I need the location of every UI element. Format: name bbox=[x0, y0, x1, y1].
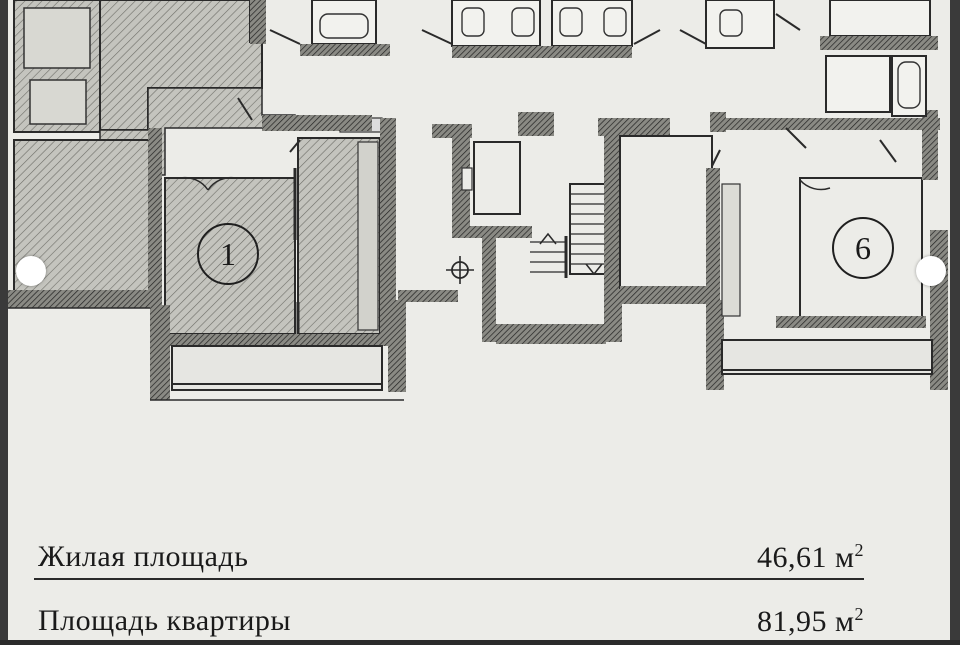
apartment-6-circle bbox=[832, 217, 894, 279]
apartment-6-area bbox=[619, 0, 948, 390]
right-nav-dot[interactable] bbox=[916, 256, 946, 286]
living-area-value: 46,61 м2 bbox=[757, 540, 864, 574]
left-nav-dot[interactable] bbox=[16, 256, 46, 286]
apartment-area-value: 81,95 м2 bbox=[757, 604, 864, 638]
apartment-number-1: 1 bbox=[220, 236, 236, 272]
living-area-underline bbox=[34, 578, 864, 580]
stair-core bbox=[412, 0, 692, 344]
living-area-label: Жилая площадь bbox=[38, 540, 249, 573]
apartment-area-label: Площадь квартиры bbox=[38, 604, 292, 637]
apartment-number-6: 6 bbox=[855, 230, 871, 266]
living-area-row: Жилая площадь 46,61 м2 bbox=[34, 540, 866, 580]
apartment-1-area bbox=[8, 0, 458, 400]
apartment-1-circle bbox=[197, 223, 259, 285]
apartment-area-row: Площадь квартиры 81,95 м2 bbox=[34, 604, 866, 644]
